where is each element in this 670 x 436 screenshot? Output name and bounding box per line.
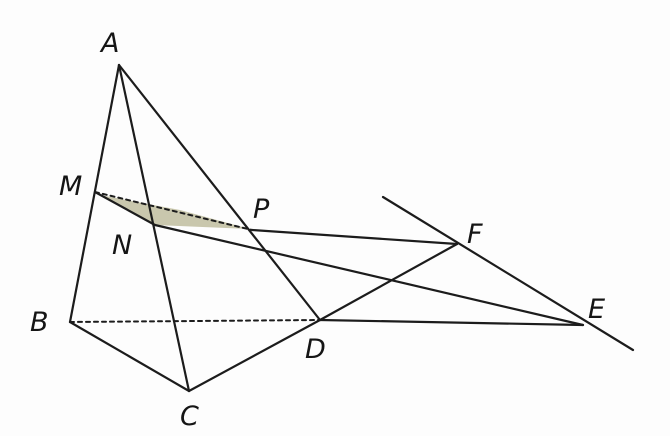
point-label-c: C [180,401,199,432]
segment-fe [381,195,635,352]
segment-df [318,242,459,322]
point-label-n: N [112,230,132,261]
segment-ac [117,63,191,393]
segment-cd [187,318,322,393]
segment-ne [153,223,585,327]
point-label-b: B [30,307,49,338]
segment-layer [68,63,635,393]
segment-bd [69,319,321,323]
point-label-m: M [59,171,82,202]
segment-mn [93,190,157,227]
point-label-d: D [305,334,326,365]
point-label-f: F [467,219,483,250]
segment-pf [250,228,459,246]
segment-bc [68,320,191,393]
point-label-p: P [253,194,270,225]
segment-ad [117,63,322,322]
point-label-e: E [588,294,605,325]
segment-ab [68,63,121,324]
segment-de [318,318,585,327]
label-layer: A B C D E F MN P [30,28,605,432]
segment-mp [94,191,253,231]
point-label-a: A [99,28,119,59]
